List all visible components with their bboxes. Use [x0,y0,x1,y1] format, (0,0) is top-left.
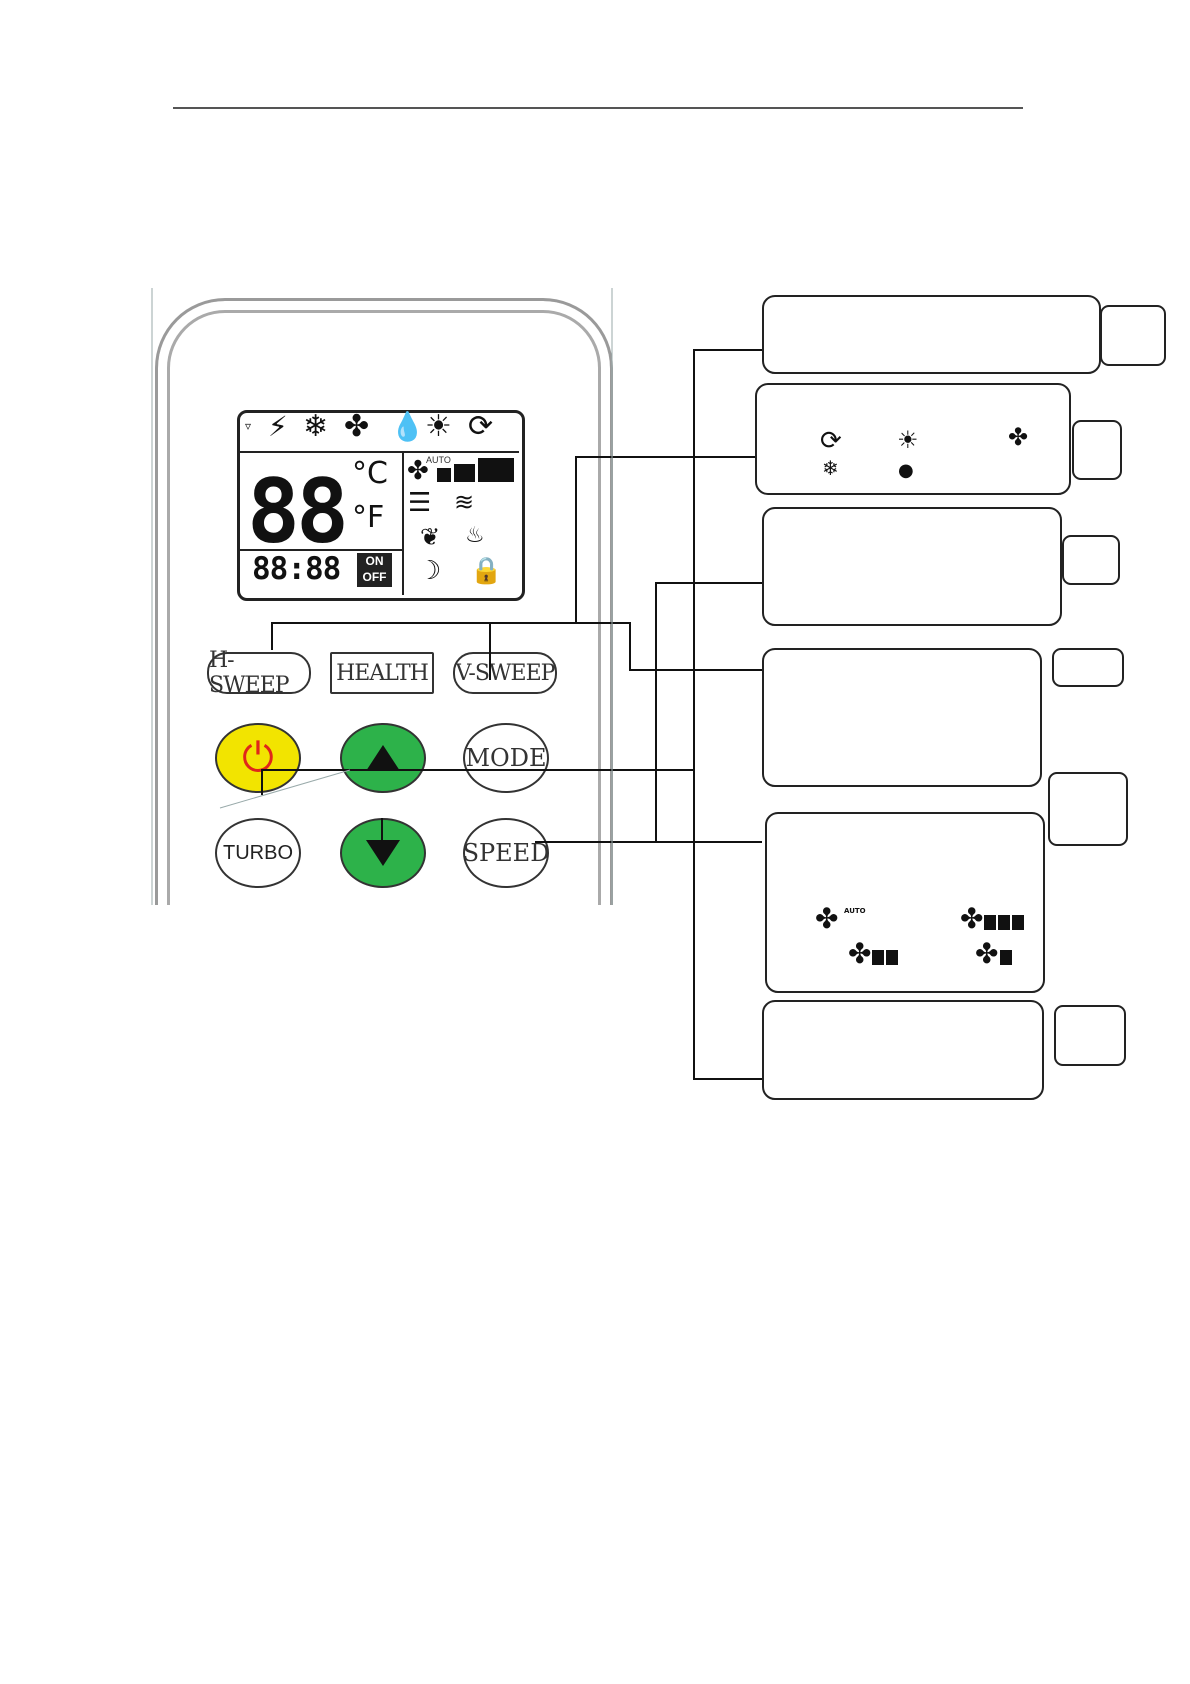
temperature-readout: 88 [247,460,349,563]
v-sweep-button[interactable]: V-SWEEP [453,652,557,694]
callout-mode-tab [1072,420,1122,480]
h-sweep-button[interactable]: H-SWEEP [207,648,311,698]
cool-icon: ❄ [303,409,329,444]
signal-icon: ▿ [245,419,252,433]
callout-temp [762,507,1062,626]
v-sweep-icon: ≋ [454,488,475,516]
callout-sweep-tab [1052,648,1124,687]
heat-icon: ☀ [425,409,452,444]
turbo-icon: ⚡ [268,410,288,443]
heater-icon: ♨ [465,523,485,548]
timer-on-off: ON OFF [357,553,392,587]
callout-turbo [762,1000,1044,1100]
fan-icon: ✤ [975,937,999,970]
fan-speed-low [1000,950,1012,965]
fan-icon: ✤ [815,902,839,935]
dry-icon: ● [898,460,914,481]
temp-up-button[interactable] [340,723,426,793]
heat-icon: ☀ [897,426,919,454]
fan-speed-icon: ✤ [407,456,429,486]
header-rule [173,107,1023,109]
auto-mode-icon: ⟳ [468,409,494,444]
fan-speed-medium [872,950,898,965]
auto-mode-icon: ⟳ [820,426,842,456]
callout-sweep [762,648,1042,787]
health-icon: ❦ [420,523,441,551]
lock-icon: 🔒 [470,556,503,586]
callout-turbo-tab [1054,1005,1126,1066]
callout-temp-tab [1062,535,1120,585]
celsius-unit: °C [352,456,388,491]
mode-button[interactable]: MODE [463,723,549,793]
fan-icon: ✤ [1008,423,1029,451]
callout-power-tab [1100,305,1166,366]
fan-icon: ✤ [848,937,872,970]
dry-icon: 💧 [390,410,425,443]
callout-speed [765,812,1045,993]
fan-speed-high [984,915,1024,930]
h-sweep-icon: ☰ [408,488,432,518]
health-button[interactable]: HEALTH [330,652,434,694]
power-button[interactable]: ⏻ [215,723,301,793]
fan-auto-label: AUTO [426,455,451,465]
callout-mode [755,383,1071,495]
cool-icon: ❄ [822,456,839,480]
arrow-up-icon [366,745,400,771]
callout-sweep-tab-2 [1048,772,1128,846]
speed-button[interactable]: SPEED [463,818,549,888]
callout-power [762,295,1101,374]
fan-icon: ✤ [344,409,370,444]
turbo-button[interactable]: TURBO [215,818,301,888]
fahrenheit-unit: °F [352,500,385,535]
power-icon: ⏻ [242,735,274,781]
fan-auto-label: AUTO [844,907,866,915]
clock-readout: 88:88 [252,551,341,587]
fan-icon: ✤ [960,902,984,935]
sleep-icon: ☽ [418,556,442,586]
